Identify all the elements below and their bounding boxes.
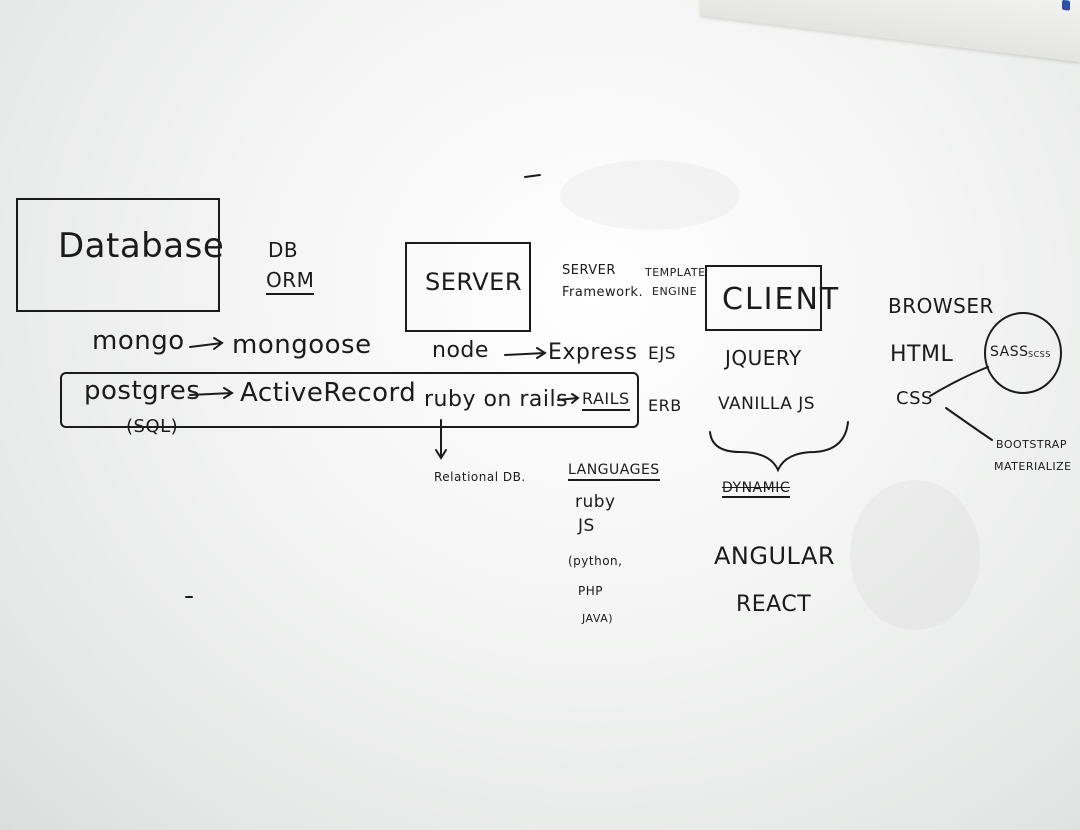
client-label: CLIENT bbox=[722, 282, 841, 317]
sql-group-box bbox=[60, 372, 639, 428]
mongoose-label: mongoose bbox=[232, 330, 372, 360]
materialize-label: MATERIALIZE bbox=[994, 460, 1072, 473]
scratch bbox=[524, 174, 541, 178]
server-framework-line1: SERVER bbox=[562, 263, 616, 278]
lang-python: (python, bbox=[568, 554, 623, 568]
lang-ruby: ruby bbox=[575, 492, 616, 512]
relational-db-label: Relational DB. bbox=[434, 470, 526, 484]
smudge bbox=[560, 160, 740, 230]
vanilla-js-label: VANILLA JS bbox=[718, 394, 816, 414]
lang-php: PHP bbox=[578, 584, 603, 598]
sql-label: (SQL) bbox=[126, 416, 179, 437]
lang-java: JAVA) bbox=[582, 612, 614, 625]
ruby-on-rails-label: ruby on rails bbox=[424, 387, 569, 412]
server-framework-line2: Framework. bbox=[562, 285, 644, 300]
node-label: node bbox=[432, 338, 489, 363]
ejs-label: EJS bbox=[648, 344, 677, 364]
database-label: Database bbox=[58, 226, 225, 266]
curly-brace bbox=[709, 421, 849, 473]
server-box bbox=[405, 242, 531, 332]
react-label: REACT bbox=[736, 592, 812, 617]
branch-css-bootstrap bbox=[945, 407, 993, 441]
arrow-node-express bbox=[504, 347, 547, 359]
template-engine-line2: ENGINE bbox=[652, 285, 698, 298]
mongo-label: mongo bbox=[92, 326, 185, 356]
erb-label: ERB bbox=[648, 396, 682, 415]
express-label: Express bbox=[548, 340, 638, 365]
dynamic-label: DYNAMIC bbox=[722, 480, 791, 498]
angular-label: ANGULAR bbox=[714, 542, 836, 570]
arrow-postgres-activerecord bbox=[189, 387, 234, 399]
languages-label: LANGUAGES bbox=[568, 462, 660, 481]
db-label: DB bbox=[268, 238, 299, 262]
branch-css-sass bbox=[929, 366, 989, 397]
html-label: HTML bbox=[890, 342, 954, 367]
lang-js: JS bbox=[578, 516, 595, 536]
bootstrap-label: BOOTSTRAP bbox=[996, 438, 1067, 451]
client-box bbox=[705, 265, 822, 331]
database-box bbox=[16, 198, 220, 312]
jquery-label: JQUERY bbox=[725, 346, 802, 370]
arrow-ror-rails bbox=[557, 393, 580, 404]
sass-label: SASS bbox=[990, 344, 1029, 360]
orm-label: ORM bbox=[266, 268, 315, 295]
server-label: SERVER bbox=[425, 268, 523, 296]
css-label: CSS bbox=[896, 388, 933, 409]
template-engine-line1: TEMPLATE bbox=[645, 266, 706, 279]
sass-circle bbox=[984, 312, 1062, 394]
arrow-mongo-mongoose bbox=[189, 337, 224, 350]
browser-label: BROWSER bbox=[888, 294, 994, 318]
scss-label: SCSS bbox=[1028, 350, 1051, 359]
smudge bbox=[850, 480, 980, 630]
rails-label: RAILS bbox=[582, 389, 630, 411]
activerecord-label: ActiveRecord bbox=[240, 378, 417, 408]
postgres-label: postgres bbox=[84, 376, 201, 406]
